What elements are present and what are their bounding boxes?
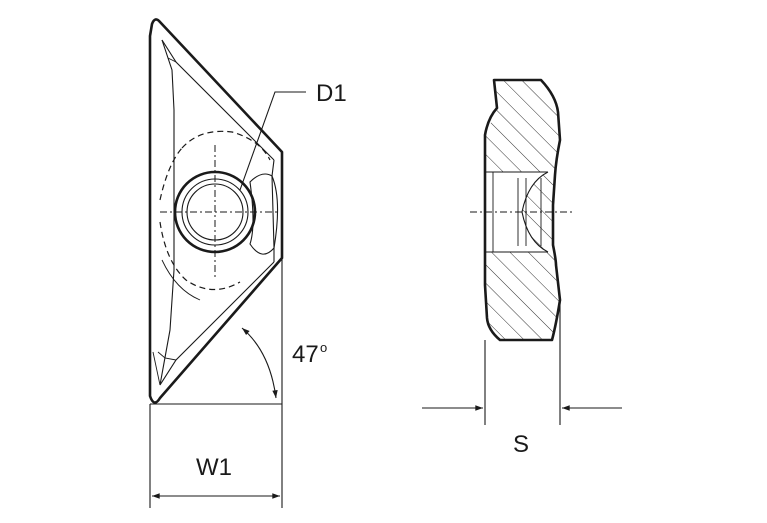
d1-label: D1	[316, 80, 347, 107]
chip-breaker-left	[159, 39, 175, 386]
width-dimension: W1	[149, 403, 283, 508]
insert-section-view	[470, 78, 572, 342]
side-relief	[249, 173, 279, 255]
width-label: W1	[196, 454, 232, 481]
cutting-edge-lower	[159, 261, 275, 386]
angle-unit: o	[320, 340, 327, 355]
d1-leader: D1	[239, 80, 347, 191]
angle-dimension: 47 o	[241, 258, 327, 412]
thickness-dimension: S	[422, 300, 622, 458]
angle-value: 47	[292, 341, 319, 368]
insert-outline	[148, 18, 284, 404]
hidden-arc-outer	[181, 130, 271, 161]
section-outline	[483, 78, 562, 342]
angle-arc	[241, 327, 278, 399]
thickness-label: S	[513, 431, 529, 458]
insert-front-view	[148, 18, 284, 404]
